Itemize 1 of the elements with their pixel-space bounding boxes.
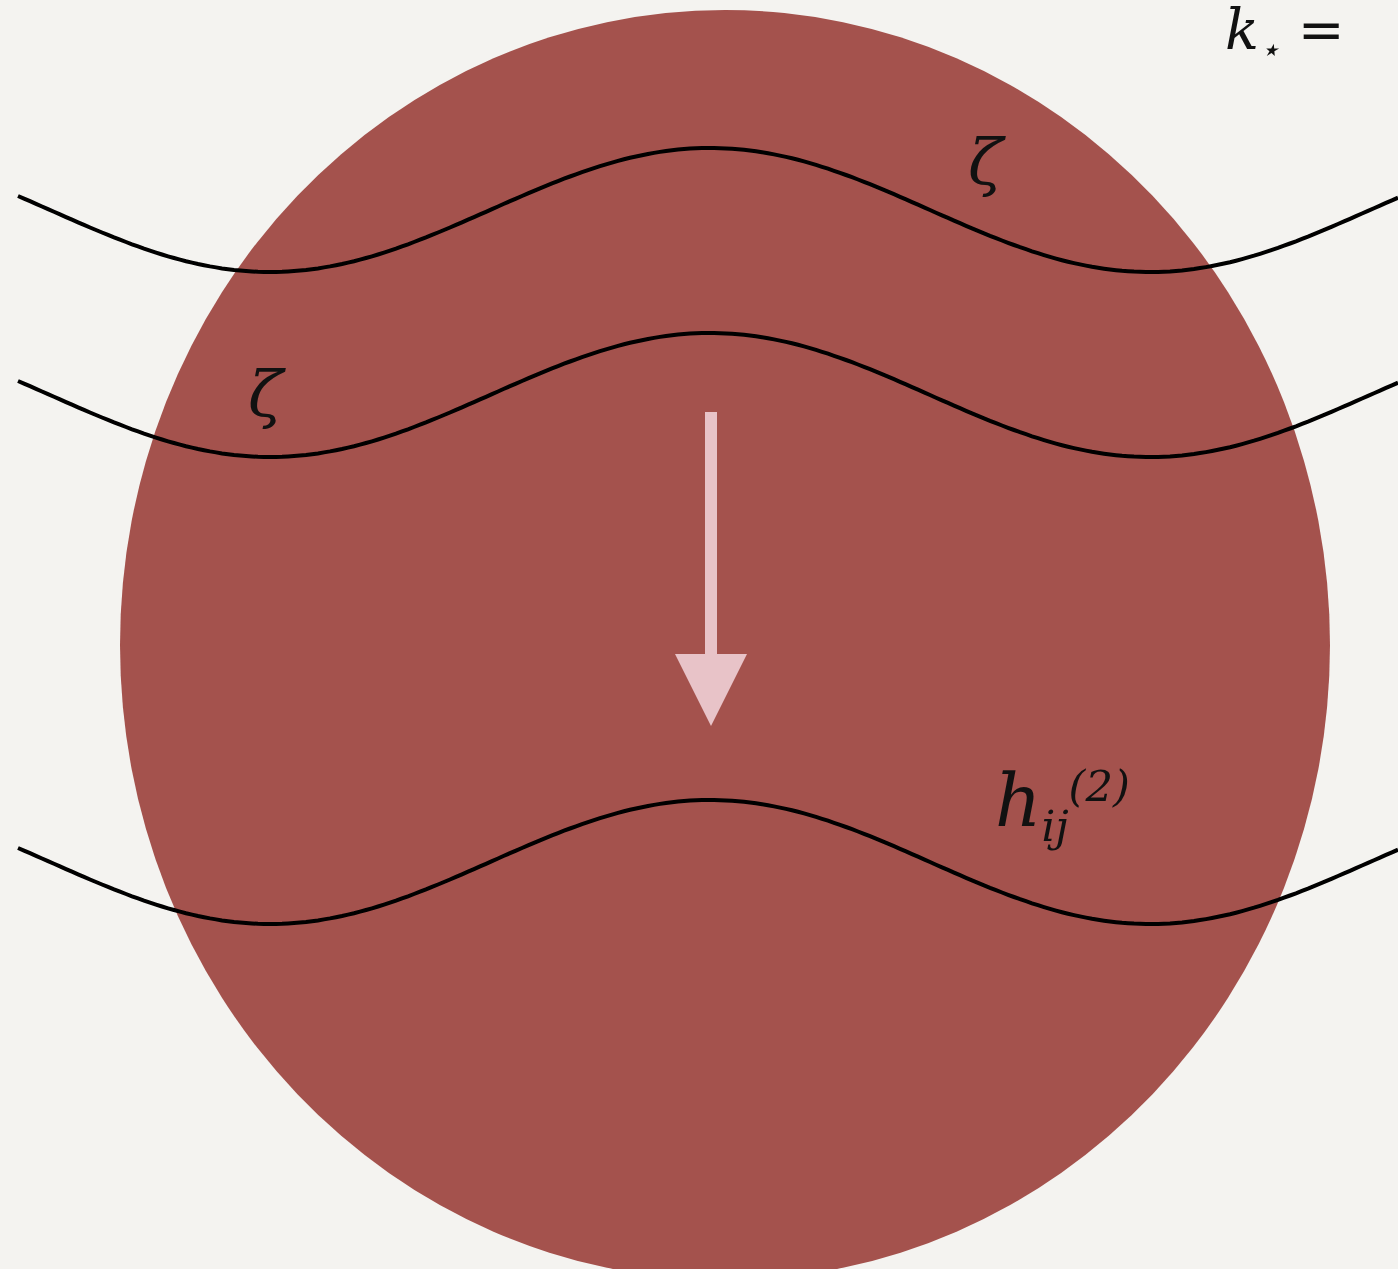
math-label: k$_{⋆}$ =	[1225, 2, 1345, 67]
